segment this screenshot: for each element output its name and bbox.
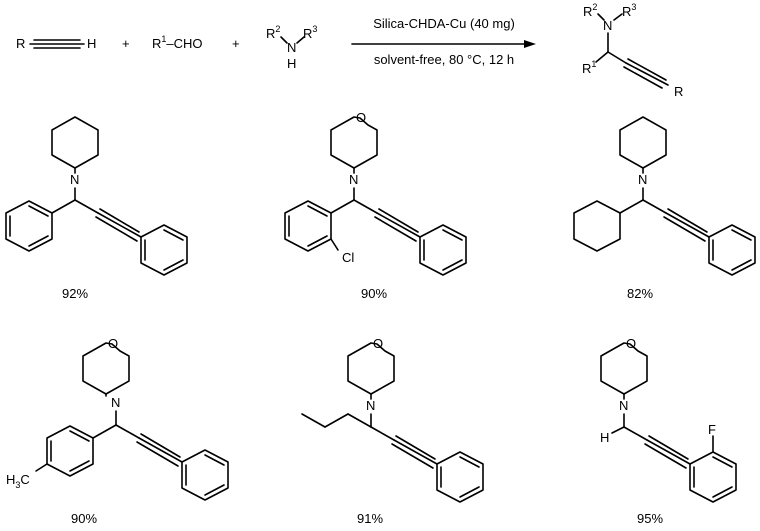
conditions-catalyst: Silica-CHDA-Cu (40 mg) [373, 16, 515, 31]
compound-4-yield: 90% [71, 511, 97, 526]
product-r3-label: R3 [622, 2, 636, 19]
amine-r3-label: R3 [303, 24, 317, 41]
aldehyde-r-label: R1–CHO [152, 34, 203, 51]
product-r1-label: R1 [582, 59, 596, 76]
compound-2-o-label: O [356, 110, 366, 125]
compound-2: O N Cl 90% [284, 110, 467, 301]
compound-2-cl-label: Cl [342, 250, 354, 265]
compound-2-n-label: N [349, 172, 358, 187]
compound-5-n-label: N [366, 398, 375, 413]
compound-2-yield: 90% [361, 286, 387, 301]
product-n-label: N [603, 18, 612, 33]
compound-3-n-label: N [638, 172, 647, 187]
compound-6-h-label: H [600, 430, 609, 445]
compound-1-n-label: N [70, 172, 79, 187]
compound-1-yield: 92% [62, 286, 88, 301]
plus-sign: + [122, 36, 130, 51]
compound-6: O N H F 95% [600, 336, 737, 526]
alkyne-r-label: R [16, 36, 25, 51]
amine-r2-label: R2 [266, 24, 280, 41]
compound-4: O N H3C 90% [6, 336, 229, 526]
compound-4-methyl-label: H3C [6, 472, 30, 490]
amine-n-label: N [287, 40, 296, 55]
compound-6-o-label: O [626, 336, 636, 351]
compound-3-yield: 82% [627, 286, 653, 301]
alkyne-h-label: H [87, 36, 96, 51]
reactant-amine: R2 N R3 H [266, 24, 317, 71]
reactant-alkyne: R H [16, 36, 96, 51]
general-product: R2 N R3 R1 R [582, 2, 683, 99]
product-r-label: R [674, 84, 683, 99]
compound-3: N 82% [573, 116, 756, 301]
compound-4-n-label: N [111, 395, 120, 410]
compound-1: N 92% [5, 116, 188, 301]
reaction-arrow: Silica-CHDA-Cu (40 mg) solvent-free, 80 … [351, 16, 536, 67]
compound-6-f-label: F [708, 422, 716, 437]
compound-6-n-label: N [619, 398, 628, 413]
amine-h-label: H [287, 56, 296, 71]
product-r2-label: R2 [583, 2, 597, 19]
plus-sign: + [232, 36, 240, 51]
reactant-aldehyde: R1–CHO [152, 34, 203, 51]
compound-5-o-label: O [373, 336, 383, 351]
conditions-solvent-temp-time: solvent-free, 80 °C, 12 h [374, 52, 514, 67]
compound-5: O N 91% [301, 336, 484, 526]
compound-6-yield: 95% [637, 511, 663, 526]
compound-5-yield: 91% [357, 511, 383, 526]
compound-4-o-label: O [108, 336, 118, 351]
